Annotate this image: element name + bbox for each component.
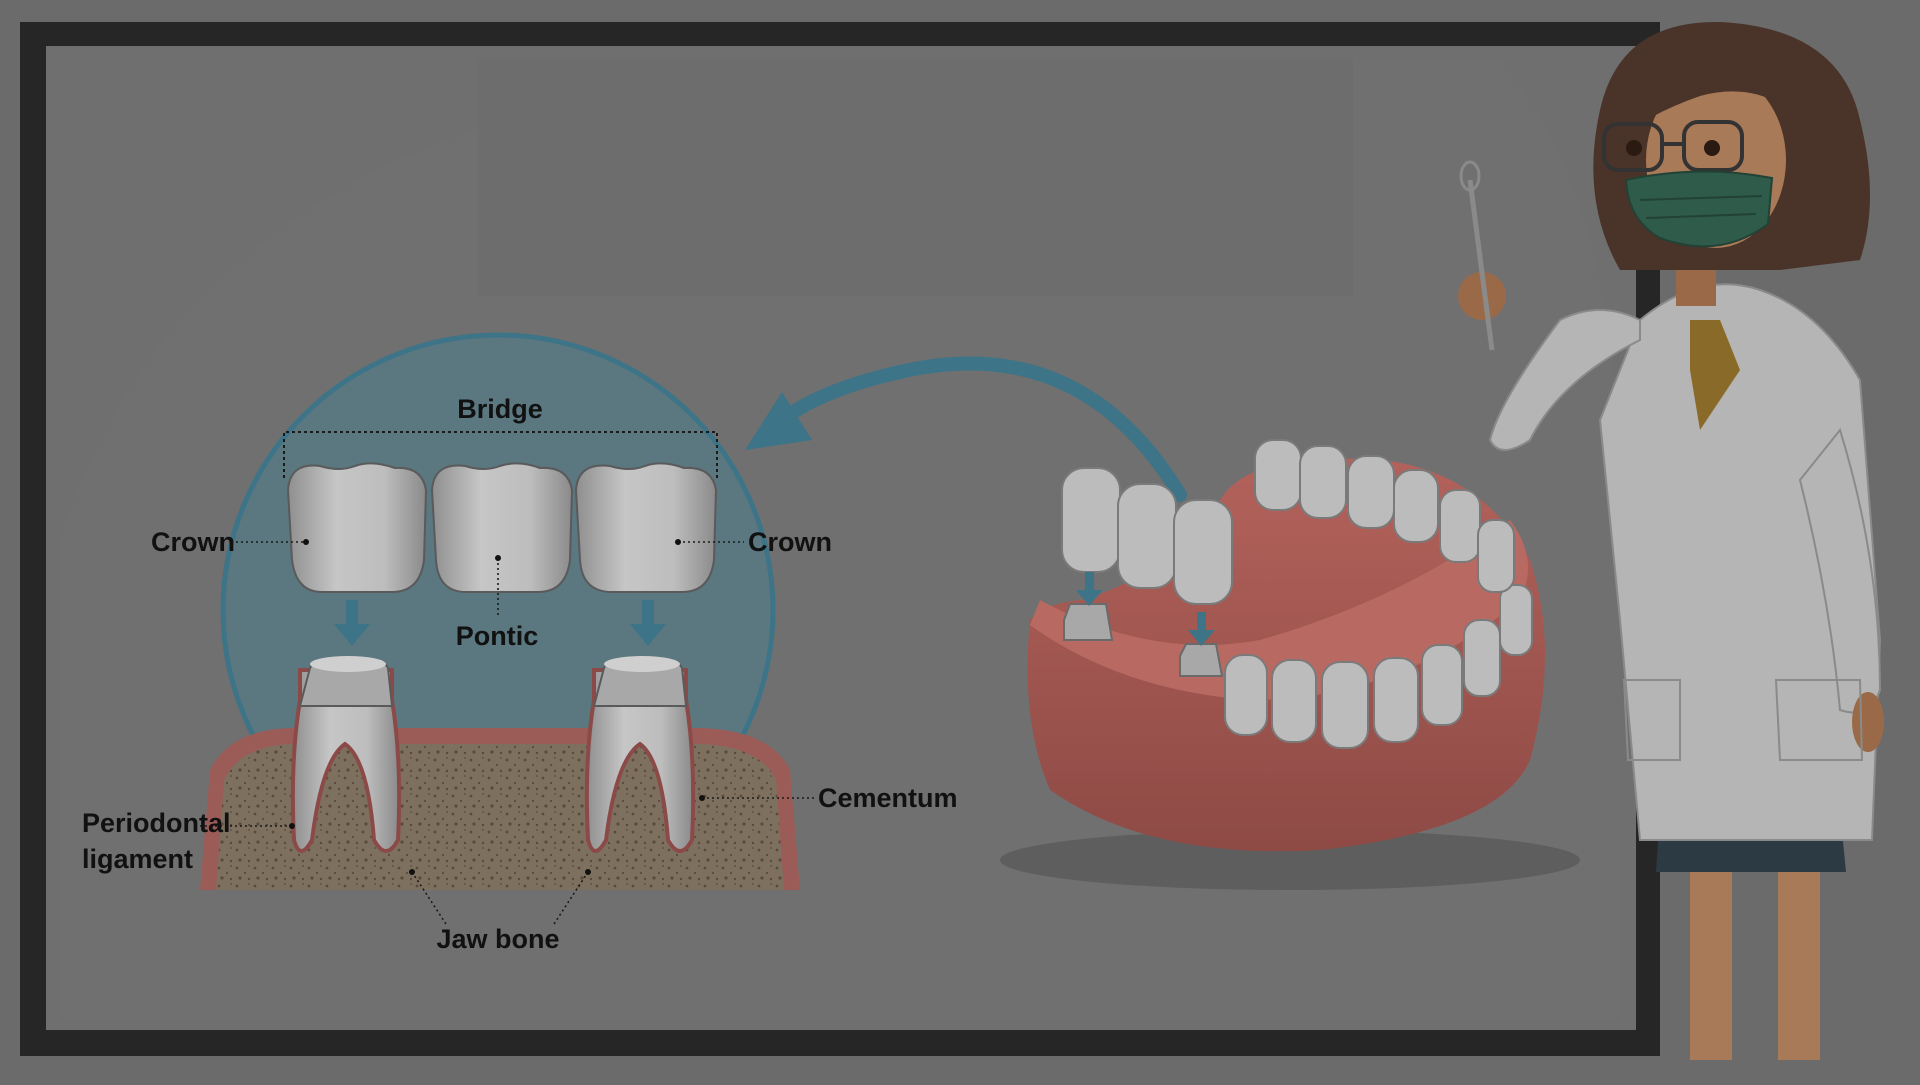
dentist-arm — [1488, 309, 1641, 451]
board-shading-rect — [478, 60, 1353, 296]
jaw-cross-section — [200, 656, 800, 890]
curved-arrow-head — [745, 392, 812, 450]
denture-model — [1000, 439, 1580, 890]
crown-left-shape — [286, 462, 428, 593]
label-bridge: Bridge — [457, 394, 543, 424]
bridge-crowns — [286, 462, 718, 593]
denture-abutments — [1063, 603, 1224, 677]
leader-lines — [200, 541, 814, 925]
label-jaw-bone: Jaw bone — [436, 924, 559, 954]
curved-arrow-icon — [763, 356, 1187, 502]
dentist-hand — [1458, 272, 1506, 320]
label-periodontal-line2: ligament — [82, 844, 193, 874]
dentist-left-hand — [1852, 692, 1884, 752]
denture-shadow — [1000, 830, 1580, 890]
coat-pocket-left — [1622, 679, 1681, 761]
label-periodontal-line1: Periodontal — [82, 808, 231, 838]
dentist-bangs — [1630, 47, 1800, 130]
dental-mirror-icon — [1467, 179, 1495, 351]
denture-gum-ridge — [1030, 520, 1528, 700]
denture-teeth — [1224, 439, 1533, 749]
coat-pocket — [1774, 679, 1864, 761]
dentist-leg-left — [1690, 860, 1732, 1060]
down-arrow-icon — [334, 600, 666, 646]
crown-right-shape — [574, 462, 718, 593]
surgical-mask — [1624, 170, 1774, 248]
leader-dots — [289, 539, 705, 875]
dentist-shirt — [1690, 320, 1740, 430]
crown-middle-shape — [430, 462, 574, 593]
label-crown-left: Crown — [151, 527, 235, 557]
label-cementum: Cementum — [818, 783, 958, 813]
label-pontic: Pontic — [456, 621, 539, 651]
jaw-bone-area — [216, 744, 784, 890]
dentist-leg-right — [1778, 860, 1820, 1060]
glasses-icon — [1602, 120, 1744, 172]
denture-down-arrows — [1076, 572, 1215, 646]
label-crown-right: Crown — [748, 527, 832, 557]
dental-mirror-head — [1459, 160, 1481, 192]
abutment-right — [584, 668, 696, 853]
dentist-character — [1458, 21, 1884, 1060]
denture-bridge — [1061, 467, 1233, 605]
